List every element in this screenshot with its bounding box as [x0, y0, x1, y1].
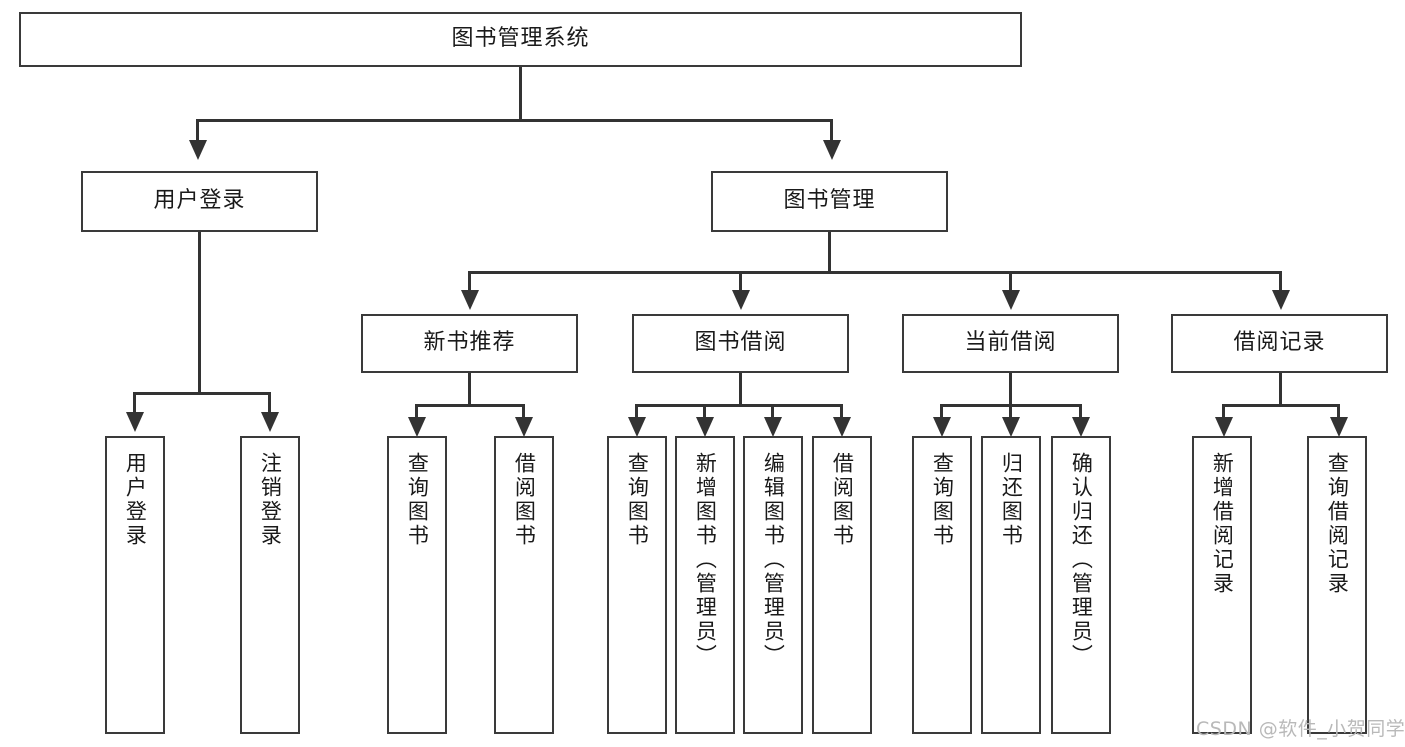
connector-bm-drop-1: [468, 271, 471, 292]
connector-root-stem: [519, 67, 522, 120]
connector-nbr-drop-2: [522, 404, 525, 420]
connector-br-bus: [1222, 404, 1340, 407]
node-current-borrow-label: 当前借阅: [964, 330, 1057, 356]
arrow-to-book-manage: [823, 140, 841, 160]
connector-book-manage-stem: [828, 232, 831, 273]
connector-root-drop-left: [196, 119, 199, 142]
node-leaf-query-book-2-label: 查询图书: [625, 452, 650, 548]
connector-cb-drop-3: [1079, 404, 1082, 420]
node-leaf-query-book-2[interactable]: 查询图书: [607, 436, 667, 734]
arrow-to-current-borrow: [1002, 290, 1020, 310]
node-leaf-add-book-label: 新增图书（管理员）: [693, 452, 718, 668]
arrow-to-book-borrow: [732, 290, 750, 310]
node-user-login[interactable]: 用户登录: [81, 171, 318, 232]
arrow-to-leaf-add-book: [696, 417, 714, 437]
arrow-to-leaf-add-record: [1215, 417, 1233, 437]
node-borrow-record[interactable]: 借阅记录: [1171, 314, 1388, 373]
node-leaf-confirm-return[interactable]: 确认归还（管理员）: [1051, 436, 1111, 734]
node-leaf-confirm-return-label: 确认归还（管理员）: [1069, 452, 1094, 668]
node-leaf-add-record[interactable]: 新增借阅记录: [1192, 436, 1252, 734]
node-leaf-edit-book[interactable]: 编辑图书（管理员）: [743, 436, 803, 734]
connector-cb-drop-2: [1009, 404, 1012, 420]
node-leaf-borrow-book-2[interactable]: 借阅图书: [812, 436, 872, 734]
node-leaf-borrow-book-1[interactable]: 借阅图书: [494, 436, 554, 734]
arrow-to-leaf-query-book-1: [408, 417, 426, 437]
node-leaf-user-login-label: 用户登录: [123, 452, 148, 548]
connector-root-bus: [196, 119, 833, 122]
node-new-book-recommend[interactable]: 新书推荐: [361, 314, 578, 373]
node-root-system[interactable]: 图书管理系统: [19, 12, 1022, 67]
node-leaf-add-book[interactable]: 新增图书（管理员）: [675, 436, 735, 734]
connector-bb-drop-3: [771, 404, 774, 420]
connector-bb-bus: [635, 404, 843, 407]
connector-br-drop-1: [1222, 404, 1225, 420]
connector-user-login-stem: [198, 232, 201, 394]
arrow-to-user-login: [189, 140, 207, 160]
arrow-to-leaf-borrow-book-2: [833, 417, 851, 437]
connector-user-login-drop-1: [133, 392, 136, 414]
node-leaf-query-book-1-label: 查询图书: [405, 452, 430, 548]
node-leaf-query-book-3[interactable]: 查询图书: [912, 436, 972, 734]
arrow-to-leaf-edit-book: [764, 417, 782, 437]
node-leaf-query-record[interactable]: 查询借阅记录: [1307, 436, 1367, 734]
node-current-borrow[interactable]: 当前借阅: [902, 314, 1119, 373]
connector-bb-stem: [739, 373, 742, 406]
connector-cb-stem: [1009, 373, 1012, 406]
connector-bm-drop-3: [1009, 271, 1012, 292]
connector-bb-drop-4: [840, 404, 843, 420]
connector-cb-drop-1: [940, 404, 943, 420]
node-leaf-borrow-book-2-label: 借阅图书: [830, 452, 855, 548]
connector-bb-drop-1: [635, 404, 638, 420]
node-book-borrow-label: 图书借阅: [694, 330, 787, 356]
node-new-book-recommend-label: 新书推荐: [423, 330, 516, 356]
arrow-to-leaf-query-book-2: [628, 417, 646, 437]
arrow-to-leaf-user-logout: [261, 412, 279, 432]
connector-nbr-bus: [415, 404, 525, 407]
connector-root-drop-right: [830, 119, 833, 142]
node-leaf-query-record-label: 查询借阅记录: [1325, 452, 1350, 596]
node-leaf-return-book-label: 归还图书: [999, 452, 1024, 548]
connector-book-manage-bus: [468, 271, 1282, 274]
arrow-to-leaf-query-record: [1330, 417, 1348, 437]
node-leaf-return-book[interactable]: 归还图书: [981, 436, 1041, 734]
node-leaf-user-logout[interactable]: 注销登录: [240, 436, 300, 734]
node-leaf-user-logout-label: 注销登录: [258, 452, 283, 548]
connector-br-stem: [1279, 373, 1282, 406]
node-book-manage-label: 图书管理: [783, 188, 876, 214]
node-root-system-label: 图书管理系统: [451, 26, 590, 52]
node-leaf-query-book-3-label: 查询图书: [930, 452, 955, 548]
connector-nbr-stem: [468, 373, 471, 406]
node-book-manage[interactable]: 图书管理: [711, 171, 948, 232]
node-user-login-label: 用户登录: [153, 188, 246, 214]
node-book-borrow[interactable]: 图书借阅: [632, 314, 849, 373]
arrow-to-leaf-query-book-3: [933, 417, 951, 437]
connector-bm-drop-2: [739, 271, 742, 292]
node-leaf-query-book-1[interactable]: 查询图书: [387, 436, 447, 734]
arrow-to-borrow-record: [1272, 290, 1290, 310]
arrow-to-leaf-confirm-return: [1072, 417, 1090, 437]
connector-user-login-drop-2: [268, 392, 271, 414]
connector-user-login-bus: [133, 392, 270, 395]
connector-bb-drop-2: [703, 404, 706, 420]
arrow-to-leaf-return-book: [1002, 417, 1020, 437]
connector-nbr-drop-1: [415, 404, 418, 420]
node-leaf-user-login[interactable]: 用户登录: [105, 436, 165, 734]
connector-bm-drop-4: [1279, 271, 1282, 292]
connector-br-drop-2: [1337, 404, 1340, 420]
arrow-to-leaf-user-login: [126, 412, 144, 432]
node-leaf-edit-book-label: 编辑图书（管理员）: [761, 452, 786, 668]
node-leaf-borrow-book-1-label: 借阅图书: [512, 452, 537, 548]
node-leaf-add-record-label: 新增借阅记录: [1210, 452, 1235, 596]
node-borrow-record-label: 借阅记录: [1233, 330, 1326, 356]
arrow-to-new-book-recommend: [461, 290, 479, 310]
arrow-to-leaf-borrow-book-1: [515, 417, 533, 437]
